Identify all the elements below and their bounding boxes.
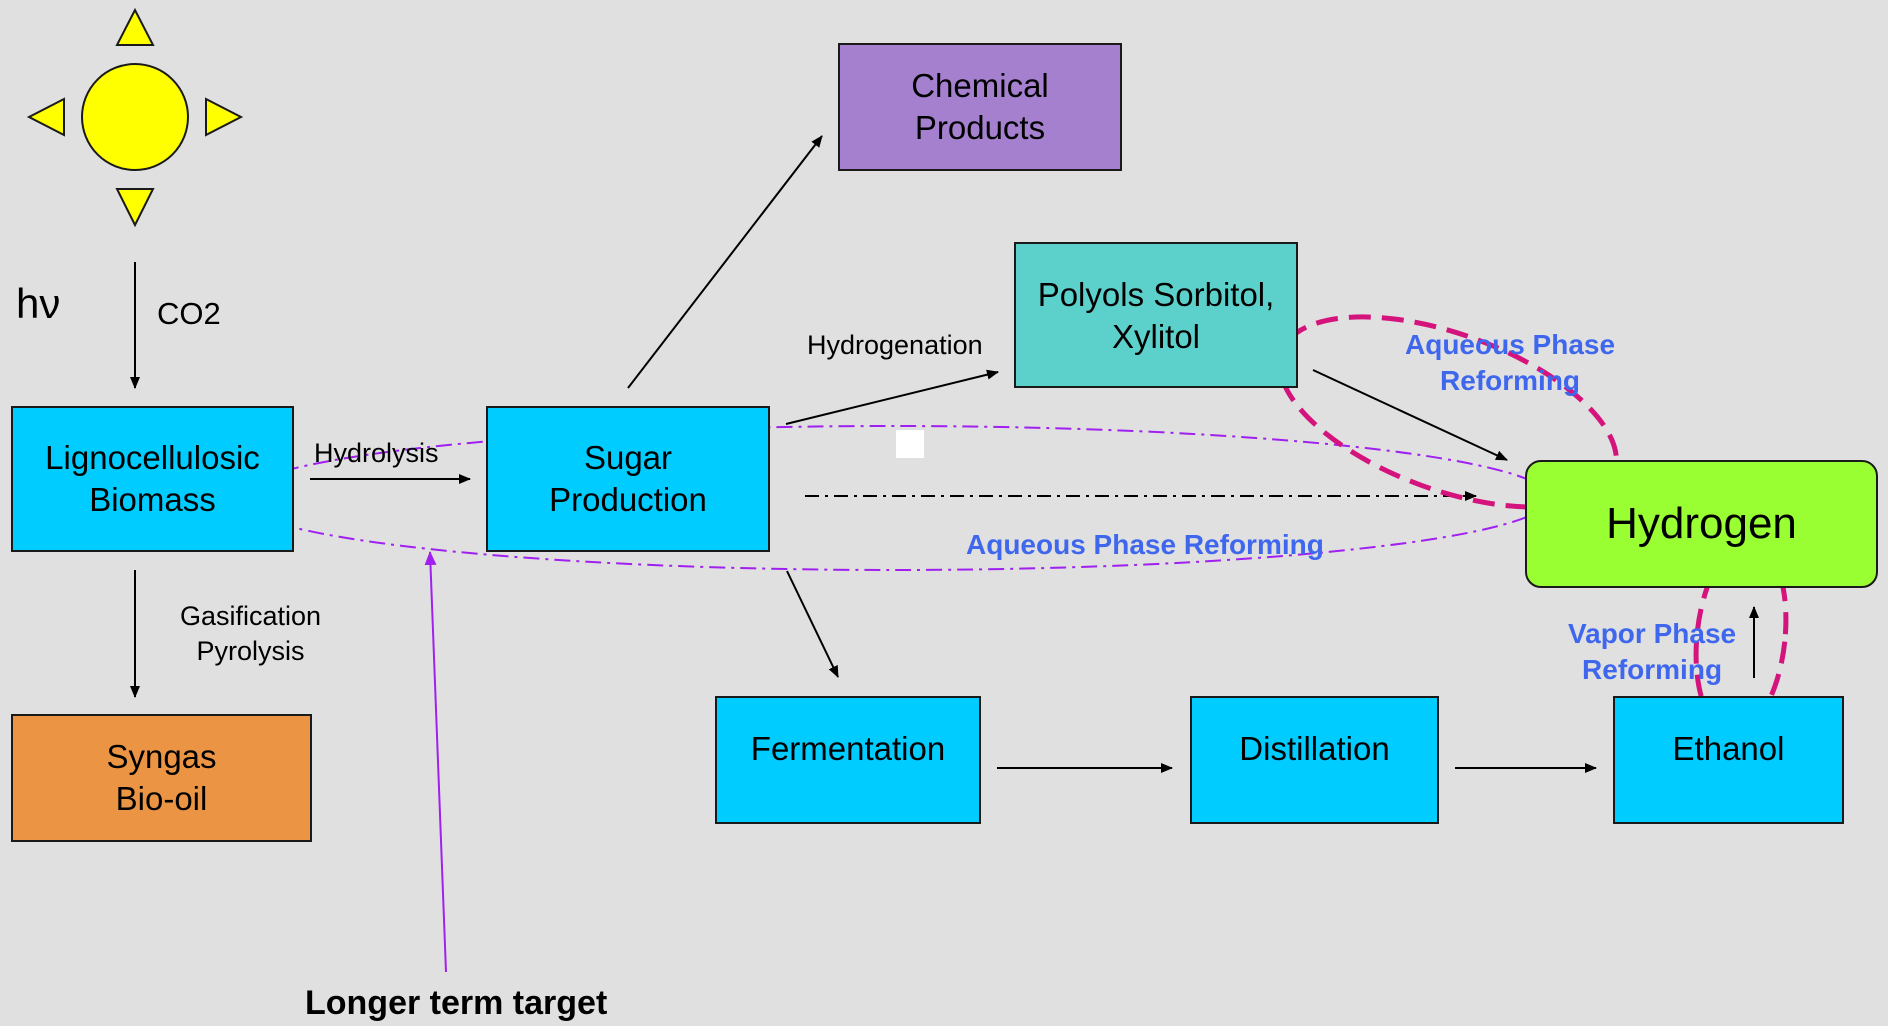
hv-label: hν: [16, 280, 61, 327]
node-sugar-production: Sugar Production: [486, 406, 770, 552]
chemical-products-line-2: Products: [914, 109, 1046, 146]
vapor-line-1: Vapor Phase: [1568, 618, 1737, 649]
white-square-marker: [896, 430, 924, 458]
sugar-line-1: Sugar: [583, 438, 673, 476]
node-chemical-products: Chemical Products: [838, 43, 1122, 171]
polyols-line-1: Polyols Sorbitol,: [1037, 276, 1275, 313]
node-syngas-bio-oil: Syngas Bio-oil: [11, 714, 312, 842]
node-ethanol: Ethanol: [1613, 696, 1844, 824]
arrow-polyols-to-hydrogen: [1312, 369, 1508, 461]
longer-term-pointer: [424, 551, 447, 973]
lignocellulosic-line-1: Lignocellulosic: [45, 438, 260, 476]
chemical-products-line-1: Chemical: [911, 66, 1049, 104]
gasification-line-1: Gasification: [180, 601, 322, 631]
syngas-line-1: Syngas: [106, 737, 217, 775]
sun-icon: [26, 7, 244, 228]
co2-label: CO2: [157, 296, 221, 331]
node-polyols: Polyols Sorbitol, Xylitol: [1014, 242, 1298, 388]
aqueous-upper-line-2: Reforming: [1440, 365, 1581, 397]
aqueous-phase-reforming-long: Aqueous Phase Reforming: [966, 529, 1324, 560]
node-fermentation: Fermentation: [715, 696, 981, 824]
ethanol-label: Ethanol: [1672, 730, 1785, 767]
node-distillation: Distillation: [1190, 696, 1439, 824]
longer-term-target-label: Longer term target: [305, 984, 608, 1022]
distillation-label: Distillation: [1239, 730, 1390, 767]
aqueous-upper-line-1: Aqueous Phase: [1405, 329, 1616, 360]
lignocellulosic-line-2: Biomass: [89, 481, 216, 518]
hydrogenation-label: Hydrogenation: [807, 330, 983, 360]
aqueous-phase-reforming-upper: Aqueous Phase Reforming: [1405, 327, 1615, 400]
hydrogen-label: Hydrogen: [1606, 498, 1797, 548]
vapor-phase-reforming-label: Vapor Phase Reforming: [1568, 616, 1736, 689]
fermentation-label: Fermentation: [750, 730, 946, 767]
node-hydrogen: Hydrogen: [1525, 460, 1878, 588]
vapor-line-2: Reforming: [1582, 654, 1723, 686]
syngas-line-2: Bio-oil: [115, 780, 208, 817]
arrow-to-chemical-products: [627, 135, 823, 389]
sugar-line-2: Production: [549, 481, 707, 518]
arrow-to-fermentation: [786, 570, 839, 678]
gasification-pyrolysis-label: Gasification Pyrolysis: [180, 599, 321, 669]
arrow-hydrogenation: [785, 369, 999, 425]
node-lignocellulosic-biomass: Lignocellulosic Biomass: [11, 406, 294, 552]
polyols-line-2: Xylitol: [1111, 318, 1201, 356]
gasification-line-2: Pyrolysis: [196, 636, 305, 667]
hydrolysis-label: Hydrolysis: [314, 438, 439, 468]
